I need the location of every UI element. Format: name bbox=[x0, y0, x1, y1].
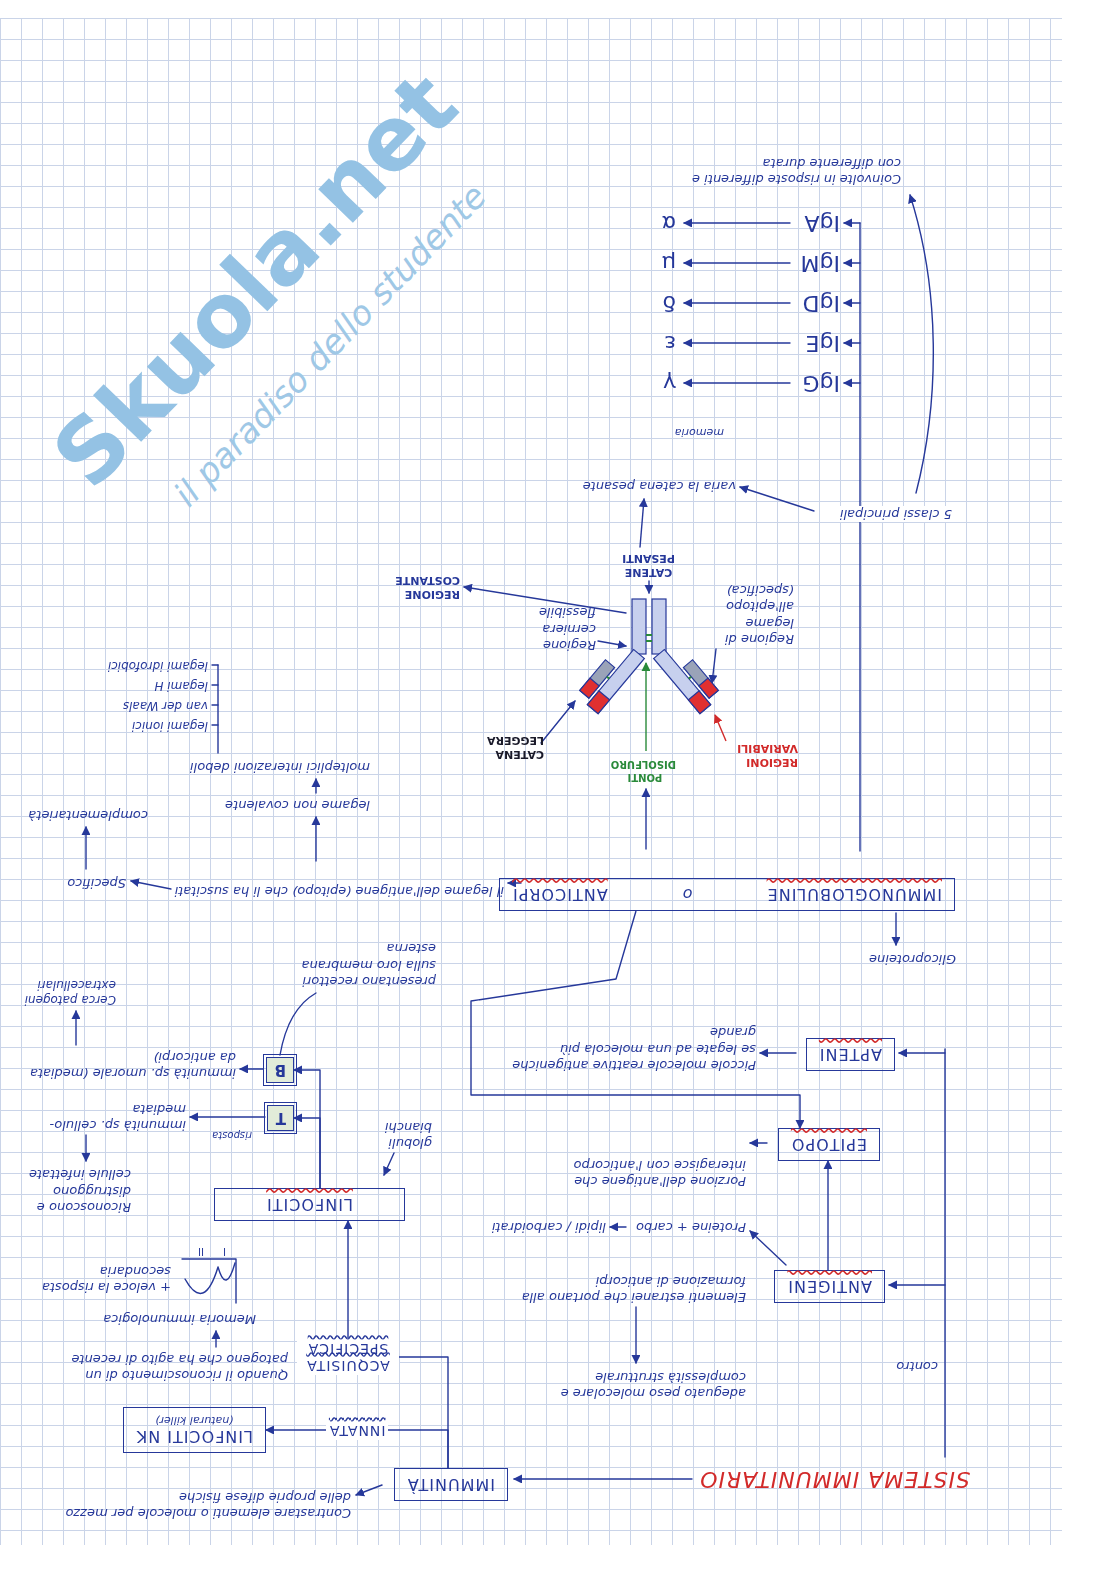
note-text: risposta bbox=[212, 1129, 252, 1142]
box-text: LINFOCITI bbox=[227, 1195, 392, 1214]
concept-box: IMMUNITÀ bbox=[394, 1468, 508, 1501]
note-text: immunità sp. cellulo-mediata bbox=[21, 1101, 186, 1134]
note-text: Coinvolte in risposte differenti e con d… bbox=[671, 155, 901, 188]
note-text: Piccole molecole reattive antigeniche se… bbox=[511, 1024, 756, 1073]
edge-label: ACQUISITA SPECIFICA bbox=[297, 1339, 399, 1376]
note-text: IgE bbox=[806, 330, 840, 358]
concept-box: ANTIGENI bbox=[774, 1270, 885, 1303]
note-text: molteplici interazioni deboli bbox=[190, 759, 370, 775]
note-text: presentano recettori sulla loro membrana… bbox=[271, 940, 436, 989]
note-text: Cerca patogeni extracellulari bbox=[6, 977, 116, 1007]
note-text: legami idrofobici bbox=[108, 658, 208, 673]
connector bbox=[294, 1070, 320, 1188]
note-text: globuli bianchi bbox=[350, 1119, 432, 1152]
note-text: γ bbox=[663, 370, 676, 398]
box-text: ANTIGENI bbox=[787, 1277, 872, 1296]
note-text: contro bbox=[896, 1358, 938, 1374]
note-text: IgM bbox=[801, 250, 840, 278]
concept-box: LINFOCITI NK(natural killer) bbox=[123, 1407, 266, 1453]
note-text: IgA bbox=[804, 210, 840, 238]
note-text: varia la catena pesante bbox=[566, 478, 736, 494]
green-leader bbox=[645, 663, 646, 751]
box-text: ANTICORPI bbox=[512, 885, 608, 904]
note-text: adeguato peso molecolare e complessità s… bbox=[506, 1369, 746, 1402]
box-text: (natural killer) bbox=[136, 1414, 253, 1427]
note-text: van der Waals bbox=[123, 698, 208, 713]
concept-box: EPITOPO bbox=[778, 1128, 880, 1161]
note-text: legami H bbox=[154, 678, 208, 693]
note-text: Memoria immunologica bbox=[103, 1311, 256, 1327]
concept-box: APTENI bbox=[806, 1038, 895, 1071]
note-text: Glicoproteine bbox=[869, 951, 956, 967]
note-text: δ bbox=[663, 290, 676, 318]
note-text: Regione di legame all'epitopo (specifica… bbox=[696, 582, 794, 647]
note-text: REGIONI VARIABILI bbox=[726, 742, 798, 770]
connector bbox=[827, 1161, 828, 1270]
note-text: PONTI DISOLFURO bbox=[614, 758, 676, 783]
note-text: I bbox=[223, 1245, 226, 1258]
note-text: complementarietà bbox=[28, 807, 148, 823]
note-text: Riconoscono e distruggono cellule infett… bbox=[16, 1166, 131, 1215]
note-text: Quando il riconoscimento di un patogeno … bbox=[38, 1351, 288, 1384]
edge-label: INNATA bbox=[326, 1421, 389, 1441]
box-text: IMMUNITÀ bbox=[407, 1475, 495, 1494]
box-text: APTENI bbox=[819, 1045, 882, 1064]
note-text: REGIONE COSTANTE bbox=[360, 574, 460, 602]
cell-box: B bbox=[266, 1057, 294, 1083]
box-text: B bbox=[274, 1061, 286, 1079]
note-text: memoria bbox=[675, 425, 724, 439]
note-text: Specifico bbox=[67, 875, 126, 891]
note-text: 5 classi principali bbox=[837, 506, 955, 522]
note-text: Porzione dell'antigene che interagisce c… bbox=[516, 1157, 746, 1190]
connector bbox=[294, 1118, 320, 1188]
box-text: LINFOCITI NK bbox=[136, 1427, 253, 1446]
concept-box: IMMUNOGLOBULINE o ANTICORPI bbox=[499, 878, 955, 911]
note-text: CATENE PESANTI bbox=[611, 552, 686, 580]
note-text: immunità sp. umorale (mediata da anticor… bbox=[21, 1049, 236, 1082]
note-text: IgG bbox=[802, 370, 840, 398]
note-text: ε bbox=[664, 330, 676, 358]
note-text: legame non covalente bbox=[225, 797, 370, 813]
diagram-title: SISTEMA IMMUNITARIO bbox=[699, 1466, 970, 1494]
note-text: Proteine + carbo bbox=[636, 1219, 746, 1235]
connector bbox=[471, 911, 800, 1128]
note-text: lipidi / carboidrati bbox=[492, 1219, 606, 1235]
note-text: Elementi estranei che portano alla forma… bbox=[506, 1273, 746, 1306]
note-text: IgD bbox=[803, 290, 840, 318]
note-text: CATENA LEGGERA bbox=[464, 734, 544, 762]
box-text: IMMUNOGLOBULINE bbox=[767, 885, 942, 904]
box-text: T bbox=[275, 1109, 286, 1127]
note-text: + veloce la risposta secondaria bbox=[31, 1263, 171, 1296]
note-text: II bbox=[198, 1245, 204, 1258]
note-text: legami ionici bbox=[132, 718, 208, 733]
note-text: Regione cerniera flessibile bbox=[486, 604, 596, 653]
note-text: Contrastare elementi o molecole per mezz… bbox=[31, 1489, 351, 1522]
note-text: il legame dell'antigene (epitopo) che li… bbox=[174, 883, 504, 899]
cell-box: T bbox=[267, 1105, 294, 1131]
box-text: o bbox=[672, 885, 703, 904]
antibody-figure bbox=[576, 599, 722, 714]
concept-box: LINFOCITI bbox=[214, 1188, 405, 1221]
box-text: EPITOPO bbox=[791, 1135, 867, 1154]
note-text: μ bbox=[662, 250, 676, 278]
red-leader bbox=[715, 715, 726, 741]
note-text: α bbox=[661, 210, 676, 238]
